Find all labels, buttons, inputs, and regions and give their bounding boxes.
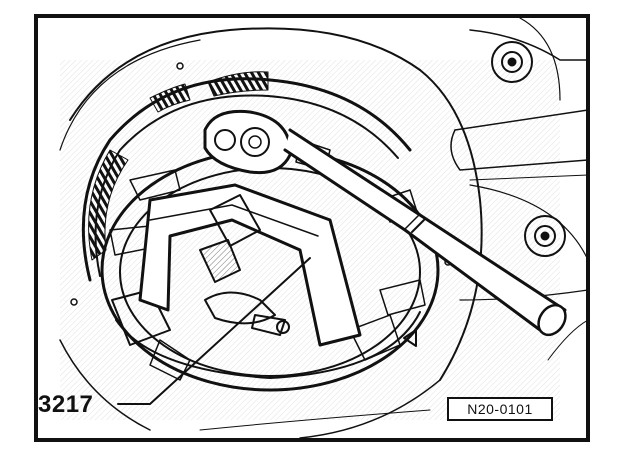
special-tool-3217	[138, 183, 362, 347]
pump-connector	[199, 239, 290, 336]
alignment-arrow-marker	[403, 329, 417, 347]
locking-ring	[81, 71, 412, 282]
bolt-boss-top-right	[491, 41, 533, 83]
callout-label-3217: 3217	[38, 391, 94, 418]
reference-code: N20-0101	[467, 401, 533, 417]
ratchet-wrench	[203, 109, 567, 337]
reference-code-box: N20-0101	[447, 397, 553, 421]
bolt-boss-right	[524, 215, 566, 257]
callout-leader-3217	[117, 257, 311, 405]
